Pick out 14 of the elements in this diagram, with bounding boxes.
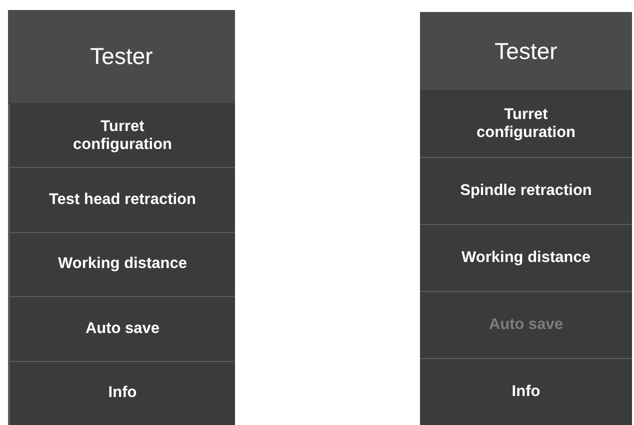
- menu-item: Working distance: [8, 232, 235, 296]
- menu-item: Test head retraction: [8, 167, 235, 232]
- disabled-menu-item: Auto save: [420, 291, 632, 358]
- menu-panel: [420, 12, 632, 425]
- menu-item: Working distance: [420, 224, 632, 291]
- menu-title: Tester: [8, 10, 235, 103]
- menu-panel: [8, 10, 235, 425]
- menu-item: Info: [8, 360, 235, 425]
- menu-item: Turret configuration: [420, 90, 632, 157]
- menu-title: Tester: [420, 12, 632, 90]
- menu-item: Auto save: [8, 296, 235, 361]
- menu-item: Spindle retraction: [420, 157, 632, 224]
- menu-item: Turret configuration: [8, 103, 235, 168]
- menu-item: Info: [420, 358, 632, 425]
